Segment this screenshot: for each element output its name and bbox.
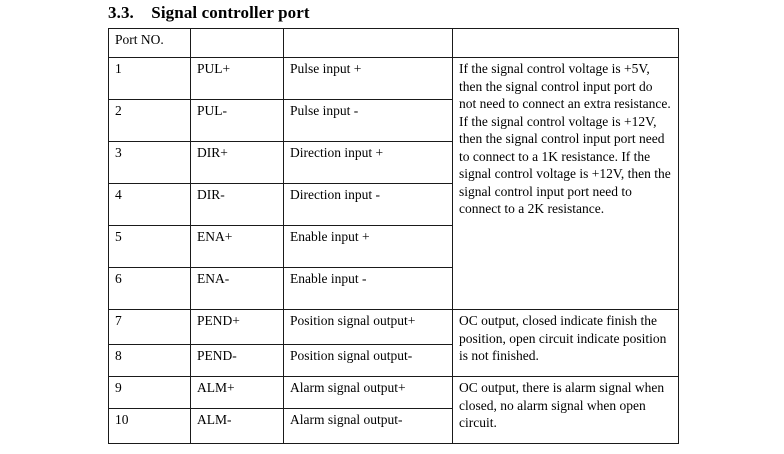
section-heading: 3.3. Signal controller port [108, 3, 310, 22]
cell-signal-name: PEND- [190, 344, 284, 377]
cell-signal-name: DIR+ [190, 141, 284, 184]
cell-port-no: 8 [108, 344, 191, 377]
table-header-row: Port NO. [108, 28, 679, 58]
cell-signal-name: ENA- [190, 267, 284, 310]
cell-note-position-output: OC output, closed indicate finish the po… [452, 309, 679, 377]
cell-description: Direction input + [283, 141, 453, 184]
table-row: 1 PUL+ Pulse input + If the signal contr… [108, 57, 679, 310]
column-header-note [452, 28, 679, 58]
table-row: 6 ENA- Enable input - [108, 267, 679, 310]
table-row: 9 ALM+ Alarm signal output+ OC output, t… [108, 376, 679, 444]
cell-port-no: 1 [108, 57, 191, 100]
cell-port-no: 6 [108, 267, 191, 310]
cell-note-input-ports: If the signal control voltage is +5V, th… [452, 57, 679, 310]
table-row: 7 PEND+ Position signal output+ OC outpu… [108, 309, 679, 377]
cell-description: Enable input + [283, 225, 453, 268]
cell-note-alarm-output: OC output, there is alarm signal when cl… [452, 376, 679, 444]
cell-description: Position signal output+ [283, 309, 453, 345]
cell-signal-name: ENA+ [190, 225, 284, 268]
cell-description: Pulse input + [283, 57, 453, 100]
table-row: 3 DIR+ Direction input + [108, 141, 679, 184]
cell-port-no: 2 [108, 99, 191, 142]
cell-description: Enable input - [283, 267, 453, 310]
column-header-description [283, 28, 453, 58]
cell-port-no: 10 [108, 408, 191, 444]
cell-port-no: 9 [108, 376, 191, 409]
cell-signal-name: ALM+ [190, 376, 284, 409]
cell-port-no: 4 [108, 183, 191, 226]
cell-signal-name: PUL+ [190, 57, 284, 100]
cell-port-no: 7 [108, 309, 191, 345]
column-header-signal [190, 28, 284, 58]
cell-signal-name: PEND+ [190, 309, 284, 345]
signal-controller-port-table: Port NO. 1 PUL+ Pulse input + If the sig… [108, 28, 679, 444]
cell-signal-name: ALM- [190, 408, 284, 444]
cell-description: Alarm signal output+ [283, 376, 453, 409]
cell-description: Direction input - [283, 183, 453, 226]
cell-description: Position signal output- [283, 344, 453, 377]
cell-port-no: 5 [108, 225, 191, 268]
cell-signal-name: DIR- [190, 183, 284, 226]
table-row: 10 ALM- Alarm signal output- [108, 408, 679, 444]
cell-description: Pulse input - [283, 99, 453, 142]
table-row: 2 PUL- Pulse input - [108, 99, 679, 142]
table-row: 5 ENA+ Enable input + [108, 225, 679, 268]
cell-signal-name: PUL- [190, 99, 284, 142]
cell-port-no: 3 [108, 141, 191, 184]
column-header-port-no: Port NO. [108, 28, 191, 58]
cell-description: Alarm signal output- [283, 408, 453, 444]
